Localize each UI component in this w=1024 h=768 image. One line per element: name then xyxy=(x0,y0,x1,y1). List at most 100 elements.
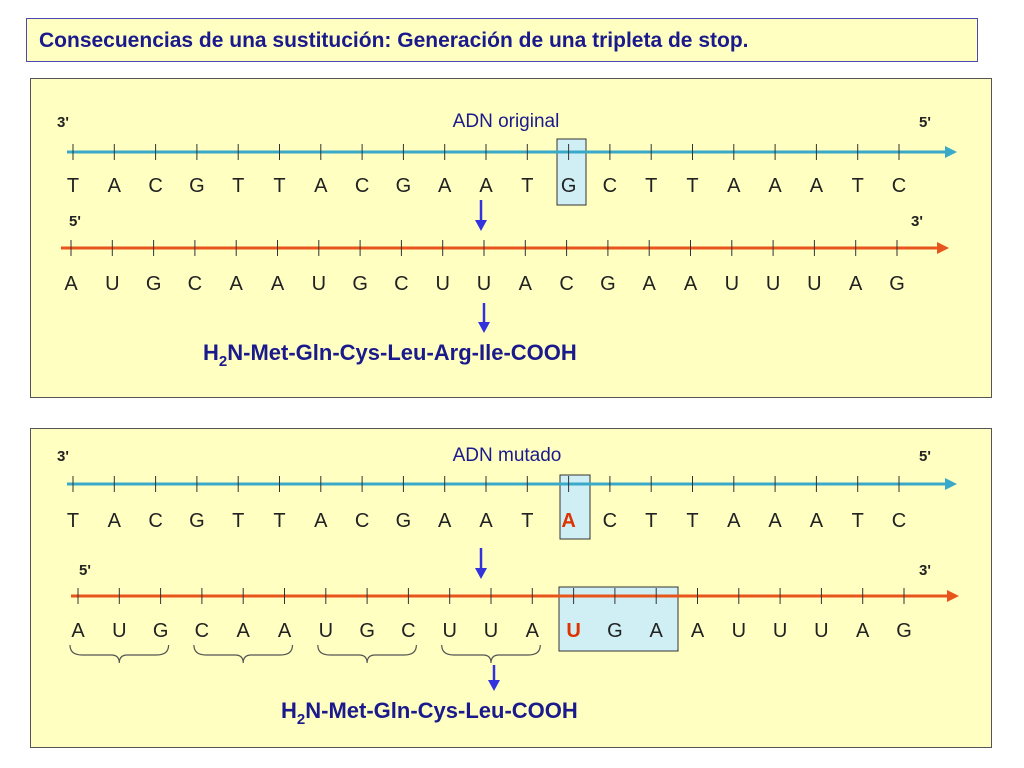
original-dna-base: A xyxy=(438,175,452,197)
original-dna-base: G xyxy=(561,175,577,197)
mutated-dna-base: T xyxy=(273,510,285,532)
mutated-mrna-arrowhead xyxy=(947,590,959,602)
original-mrna-base: U xyxy=(807,273,821,295)
mutated-mrna-base: A xyxy=(278,620,292,642)
original-mrna-ticks xyxy=(70,240,898,256)
original-mrna-left-label: 5' xyxy=(69,213,81,230)
mutated-dna-base: T xyxy=(521,510,533,532)
original-dna-base: G xyxy=(189,175,205,197)
original-mrna-base: C xyxy=(394,273,408,295)
mutated-mrna-base: U xyxy=(814,620,828,642)
mutated-mrna-base: C xyxy=(401,620,415,642)
original-mrna-base: U xyxy=(725,273,739,295)
original-mrna-base: A xyxy=(643,273,657,295)
mutated-mrna-base: U xyxy=(484,620,498,642)
original-highlight-box xyxy=(556,138,587,206)
codon-brace xyxy=(69,644,170,664)
mutated-dna-base: A xyxy=(438,510,452,532)
original-dna-base: T xyxy=(273,175,285,197)
original-dna-base: T xyxy=(686,175,698,197)
mutated-dna-base: A xyxy=(479,510,493,532)
original-dna-base: T xyxy=(852,175,864,197)
original-dna-base: G xyxy=(396,175,412,197)
mutated-dna-left-label: 3' xyxy=(57,448,69,465)
mutated-panel-title: ADN mutado xyxy=(453,445,562,466)
original-dna-base: T xyxy=(645,175,657,197)
page-title: Consecuencias de una sustitución: Genera… xyxy=(39,29,749,52)
original-mrna-base: C xyxy=(559,273,573,295)
original-dna-right-label: 5' xyxy=(919,114,931,131)
original-mrna-base: U xyxy=(435,273,449,295)
original-dna-base: T xyxy=(521,175,533,197)
mutated-mrna-base: U xyxy=(566,620,580,642)
mutated-mrna-base: A xyxy=(526,620,540,642)
mutated-dna-base: G xyxy=(396,510,412,532)
mutated-dna-base: A xyxy=(561,510,575,532)
original-mrna-base: G xyxy=(146,273,162,295)
original-mrna-base: U xyxy=(477,273,491,295)
original-dna-base: A xyxy=(727,175,741,197)
original-dna-arrowhead xyxy=(945,146,957,158)
mutated-mrna-base: G xyxy=(153,620,169,642)
mutated-mrna-base: A xyxy=(71,620,85,642)
mutated-dna-base: C xyxy=(355,510,369,532)
original-mrna-arrowhead xyxy=(937,242,949,254)
mutated-mrna-base: U xyxy=(773,620,787,642)
original-dna-base: C xyxy=(355,175,369,197)
original-dna-ticks xyxy=(72,144,900,160)
mutated-transcription-arrowhead xyxy=(475,568,487,579)
mutated-dna-base: T xyxy=(852,510,864,532)
mutated-translation-arrowhead xyxy=(488,680,500,691)
mutated-dna-base: A xyxy=(727,510,741,532)
mutated-dna-base: A xyxy=(108,510,122,532)
mutated-mrna-ticks xyxy=(77,588,905,604)
original-mrna-base: A xyxy=(519,273,533,295)
mutated-mrna-base: A xyxy=(650,620,664,642)
original-mrna-base: A xyxy=(271,273,285,295)
original-dna-left-label: 3' xyxy=(57,114,69,131)
codon-brace xyxy=(441,644,541,664)
mutated-dna-ticks xyxy=(72,476,900,492)
original-mrna-base: G xyxy=(889,273,905,295)
original-panel-title: ADN original xyxy=(453,111,560,132)
original-mrna-base: A xyxy=(230,273,244,295)
mutated-dna-base: T xyxy=(67,510,79,532)
original-protein: H2N-Met-Gln-Cys-Leu-Arg-Ile-COOH xyxy=(203,340,577,370)
original-dna-base: A xyxy=(479,175,493,197)
original-mrna-base: A xyxy=(849,273,863,295)
original-mrna-base: A xyxy=(64,273,78,295)
mutated-mrna-base: G xyxy=(359,620,375,642)
mutated-mrna-base: U xyxy=(319,620,333,642)
original-mrna-base: U xyxy=(105,273,119,295)
mutated-mrna-base: U xyxy=(112,620,126,642)
mutated-dna-base: A xyxy=(768,510,782,532)
original-mrna-base: G xyxy=(352,273,368,295)
original-dna-base: A xyxy=(768,175,782,197)
stop-codon-highlight-box xyxy=(558,586,679,652)
mutated-dna-base: T xyxy=(232,510,244,532)
mutated-mrna-base: G xyxy=(896,620,912,642)
mutated-mrna-right-label: 3' xyxy=(919,562,931,579)
title-box: Consecuencias de una sustitución: Genera… xyxy=(26,18,978,62)
mutated-dna-arrowhead xyxy=(945,478,957,490)
mutated-dna-base: T xyxy=(645,510,657,532)
original-dna-base: A xyxy=(314,175,328,197)
mutated-mrna-base: U xyxy=(442,620,456,642)
codon-brace xyxy=(193,644,294,664)
original-dna-base: C xyxy=(892,175,906,197)
original-dna-base: A xyxy=(810,175,824,197)
mutated-dna-base: G xyxy=(189,510,205,532)
mutated-mrna-left-label: 5' xyxy=(79,562,91,579)
mutated-dna-base: C xyxy=(603,510,617,532)
original-mrna-base: U xyxy=(766,273,780,295)
mutated-mrna-base: G xyxy=(607,620,623,642)
mutated-protein: H2N-Met-Gln-Cys-Leu-COOH xyxy=(281,698,578,728)
original-dna-base: C xyxy=(603,175,617,197)
original-dna-base: T xyxy=(67,175,79,197)
